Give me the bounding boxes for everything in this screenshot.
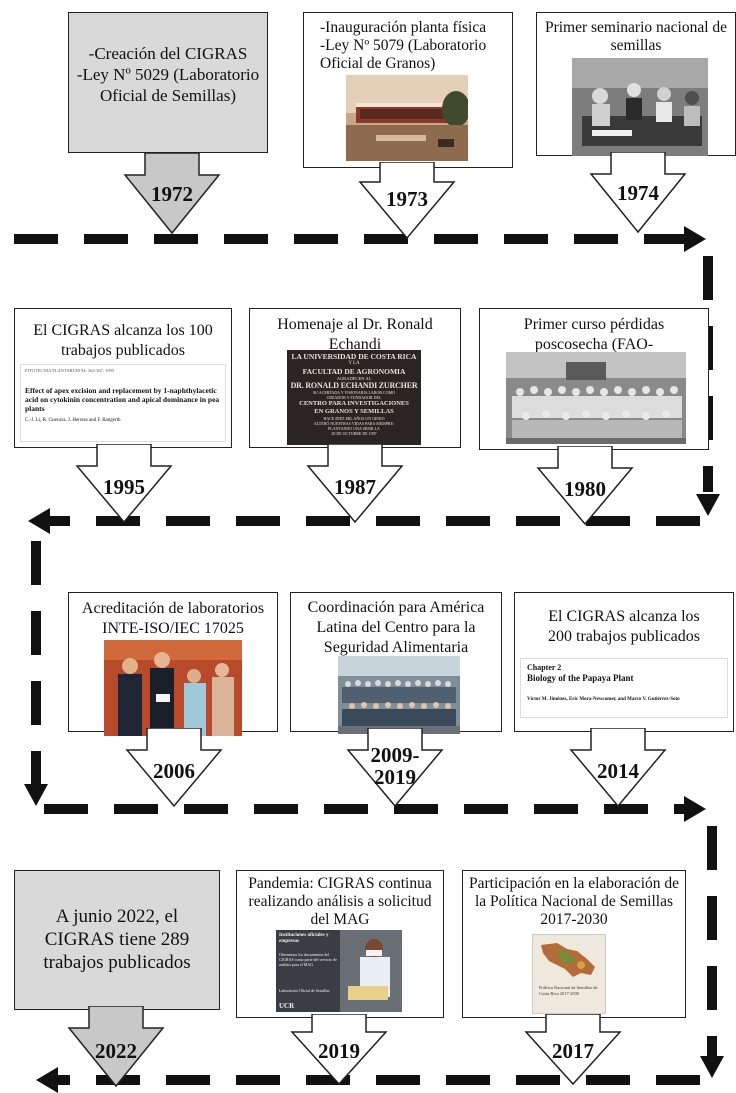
event-2019-poster: Instituciones oficiales y empresas Obten… — [276, 930, 402, 1012]
plaque-line: HACE DIEZ MIL AÑOS UN GENIO — [323, 416, 385, 421]
event-1974-caption: Primer seminario nacional de semillas — [544, 19, 728, 54]
plaque-line: FACULTAD DE AGRONOMIA — [302, 367, 406, 376]
event-1972-arrow — [123, 153, 221, 235]
plaque-line: AGRADECEN AL — [336, 376, 372, 381]
timeline-arrowhead-down-2 — [24, 784, 48, 806]
event-1987-plaque: LA UNIVERSIDAD DE COSTA RICA Y LA FACULT… — [287, 350, 421, 445]
event-2014-paper-thumbnail: Chapter 2 Biology of the Papaya Plant Ví… — [520, 658, 728, 718]
paper-1995-header: FITOTECNIA PLANTARUM 94: 362-367, 1995 — [25, 368, 115, 373]
timeline-arrowhead-down-3 — [700, 1056, 724, 1078]
plaque-line: ALTERÓ NUESTRAS VIDAS PARA SIEMPRE: — [313, 421, 395, 426]
event-1995-paper-thumbnail: FITOTECNIA PLANTARUM 94: 362-367, 1995 E… — [20, 364, 226, 442]
timeline-arrowhead-right-1 — [684, 226, 706, 252]
poster-photo — [340, 930, 402, 1012]
event-2014-year: 2014 — [597, 759, 639, 783]
paper-1995-authors: C.-J. Li, R. Guevara, J. Herrera and F. … — [25, 418, 121, 423]
poster-heading: Instituciones oficiales y empresas — [279, 933, 329, 944]
timeline-arrowhead-left-2 — [36, 1067, 58, 1093]
event-2017-year: 2017 — [552, 1039, 594, 1063]
event-1980-arrow — [536, 446, 634, 526]
event-2022-caption: A junio 2022, el CIGRAS tiene 289 trabaj… — [43, 906, 191, 973]
event-2019-year: 2019 — [318, 1039, 360, 1063]
poster-footer: Laboratorio Oficial de Semillas — [279, 988, 330, 993]
plaque-line: EN GRANOS Y SEMILLAS — [314, 408, 394, 415]
event-2014-caption: El CIGRAS alcanza los 200 trabajos publi… — [548, 608, 700, 645]
event-2022-arrow — [67, 1006, 165, 1088]
event-1995-caption: El CIGRAS alcanza los 100 trabajos publi… — [33, 322, 213, 359]
event-2019-arrow — [290, 1014, 388, 1086]
paper-2014-authors: Víctor M. Jiménez, Eric Mora-Newcomer, a… — [527, 697, 680, 702]
event-1973-caption: -Inauguración planta física -Ley Nº 5079… — [320, 19, 487, 72]
cover-title: Política Nacional de Semillas de Costa R… — [539, 985, 598, 996]
event-1974-year: 1974 — [617, 181, 659, 205]
event-1987-caption: Homenaje al Dr. Ronald Echandi — [277, 316, 433, 353]
event-1972-year: 1972 — [151, 182, 193, 206]
event-2022-box: A junio 2022, el CIGRAS tiene 289 trabaj… — [14, 870, 220, 1010]
plaque-line: CREADOR Y FUNDADOR DEL — [326, 395, 382, 400]
event-2022-year: 2022 — [95, 1039, 137, 1063]
event-1974-photo — [572, 58, 708, 156]
costa-rica-map-icon — [541, 943, 595, 977]
event-2017-caption: Participación en la elaboración de la Po… — [469, 875, 680, 928]
plaque-line: LA UNIVERSIDAD DE COSTA RICA — [291, 352, 417, 361]
event-2009-2019-arrow — [346, 728, 444, 808]
event-2009-2019-caption: Coordinación para América Latina del Cen… — [307, 599, 485, 656]
event-1973-year: 1973 — [386, 187, 428, 211]
plaque-line: CENTRO PARA INVESTIGACIONES — [299, 400, 409, 407]
timeline-arrowhead-left-1 — [28, 508, 50, 534]
event-2006-photo — [104, 640, 242, 736]
event-2017-cover: Política Nacional de Semillas de Costa R… — [532, 934, 606, 1014]
event-1980-year: 1980 — [564, 477, 606, 501]
event-2006-arrow — [125, 728, 223, 808]
event-1987-arrow — [306, 444, 404, 524]
poster-logo: UCR — [279, 1002, 295, 1010]
event-1973-photo — [346, 75, 468, 161]
plaque-line: 20 DE OCTUBRE DE 1987 — [331, 431, 377, 436]
plaque-line: Y LA — [348, 361, 360, 366]
event-2006-year: 2006 — [153, 759, 195, 783]
timeline-arrowhead-down-1 — [696, 494, 720, 516]
event-2019-caption: Pandemia: CIGRAS continua realizando aná… — [248, 875, 432, 928]
plaque-line: DR. RONALD ECHANDI ZURCHER — [290, 381, 418, 390]
paper-2014-title: Biology of the Papaya Plant — [527, 673, 634, 683]
event-2017-arrow — [524, 1014, 622, 1086]
event-1995-arrow — [75, 444, 173, 524]
event-2014-arrow — [569, 728, 667, 808]
event-1974-arrow — [589, 152, 687, 234]
event-1973-arrow — [358, 162, 456, 240]
plaque-line: SU ACERTADA Y VISIONARIA LABOR COMO — [312, 390, 396, 395]
paper-1995-title: Effect of apex excision and replacement … — [25, 386, 220, 413]
event-1995-year: 1995 — [103, 475, 145, 499]
event-1972-caption: -Creación del CIGRAS -Ley Nº 5029 (Labor… — [76, 44, 260, 105]
event-1972-box: -Creación del CIGRAS -Ley Nº 5029 (Labor… — [68, 12, 268, 153]
timeline-arrowhead-right-2 — [684, 796, 706, 822]
paper-2014-header: Chapter 2 — [527, 663, 562, 672]
event-2009-2019-year: 2009- 2019 — [370, 743, 420, 789]
poster-body: Obtenemos los documentos del CIGRAS como… — [279, 952, 337, 967]
event-2009-2019-photo — [338, 656, 460, 734]
plaque-line: PLANTANDO UNA SEMILLA — [328, 426, 380, 431]
event-1980-photo — [506, 352, 686, 444]
event-1987-year: 1987 — [334, 475, 376, 499]
event-2006-caption: Acreditación de laboratorios INTE-ISO/IE… — [81, 600, 265, 637]
